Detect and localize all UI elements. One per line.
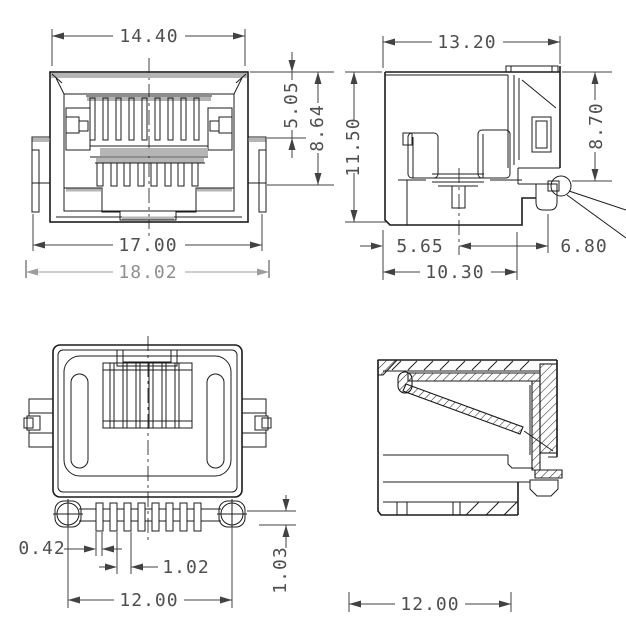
- front-lower-contacts: [95, 158, 205, 187]
- dim-text: 18.02: [118, 262, 177, 283]
- section-board-peg: [529, 479, 559, 497]
- dim-text: 12.00: [119, 590, 178, 611]
- dim-front-width-top: 14.40: [51, 26, 246, 66]
- side-body: [384, 65, 561, 226]
- front-floor-steps: [64, 187, 234, 221]
- bottom-view: 0.42 1.02 12.00 1.03: [18, 336, 296, 611]
- dim-side-height-overall: 11.50: [343, 71, 386, 223]
- side-view: 13.20 11.50 8.70 5.65: [343, 32, 626, 283]
- front-view: 14.40 5.05 8.64: [25, 26, 334, 283]
- dim-text: 13.20: [437, 32, 496, 53]
- side-snap-prongs: [398, 129, 522, 181]
- dim-bottom-hole-span: 12.00: [67, 527, 233, 611]
- dim-text: 5.65: [396, 236, 443, 257]
- dim-bottom-pin-length: 1.03: [247, 495, 296, 594]
- bottom-contact-block: [102, 362, 193, 429]
- detail-circle: [550, 175, 572, 197]
- dim-text: 17.00: [118, 235, 177, 256]
- section-cavity: [383, 385, 533, 469]
- dim-text: 1.02: [162, 557, 209, 578]
- detail-leader-line: [566, 194, 626, 239]
- dim-bottom-pin-width: 0.42: [18, 532, 122, 559]
- dim-text: 12.00: [400, 594, 459, 615]
- side-board-peg: [535, 175, 626, 239]
- bottom-side-latches: [23, 398, 272, 448]
- dim-front-width-inner: 17.00: [32, 214, 263, 256]
- dim-text: 1.03: [270, 546, 291, 593]
- section-base: [383, 479, 559, 516]
- bottom-pin-row: [79, 502, 221, 532]
- front-board-locks: [31, 136, 267, 213]
- dim-text: 0.42: [18, 538, 65, 559]
- dim-text: 8.64: [307, 104, 328, 151]
- dim-front-height-overall: 8.64: [267, 72, 334, 186]
- section-front-wall: [539, 363, 558, 454]
- dim-text: 10.30: [425, 262, 484, 283]
- front-side-ears: [65, 107, 233, 151]
- dim-text: 14.40: [119, 26, 178, 47]
- dim-side-height-front: 8.70: [562, 71, 612, 182]
- section-corner-wedge: [377, 359, 399, 376]
- detail-leader-line: [568, 190, 626, 211]
- section-shell: [377, 359, 558, 516]
- dim-section-depth: 12.00: [348, 592, 512, 615]
- dim-text: 6.80: [560, 236, 607, 257]
- dim-bottom-pin-pitch: 1.02: [99, 532, 209, 578]
- dim-front-height-upper: 5.05: [250, 52, 334, 158]
- side-screw-post: [426, 173, 490, 209]
- section-view: 12.00: [348, 359, 563, 615]
- bottom-slots: [70, 373, 225, 469]
- dim-text: 5.05: [281, 81, 302, 128]
- dim-front-width-overall: 18.02: [25, 260, 270, 283]
- front-shelf: [90, 145, 208, 158]
- dim-text: 11.50: [343, 117, 364, 176]
- dim-side-depth-top: 13.20: [382, 32, 561, 68]
- section-contact-spring: [397, 371, 563, 479]
- bottom-mount-holes: [53, 499, 247, 529]
- dim-side-depth-body: 10.30: [383, 232, 518, 283]
- front-upper-contacts: [86, 95, 212, 141]
- dim-text: 8.70: [586, 102, 607, 149]
